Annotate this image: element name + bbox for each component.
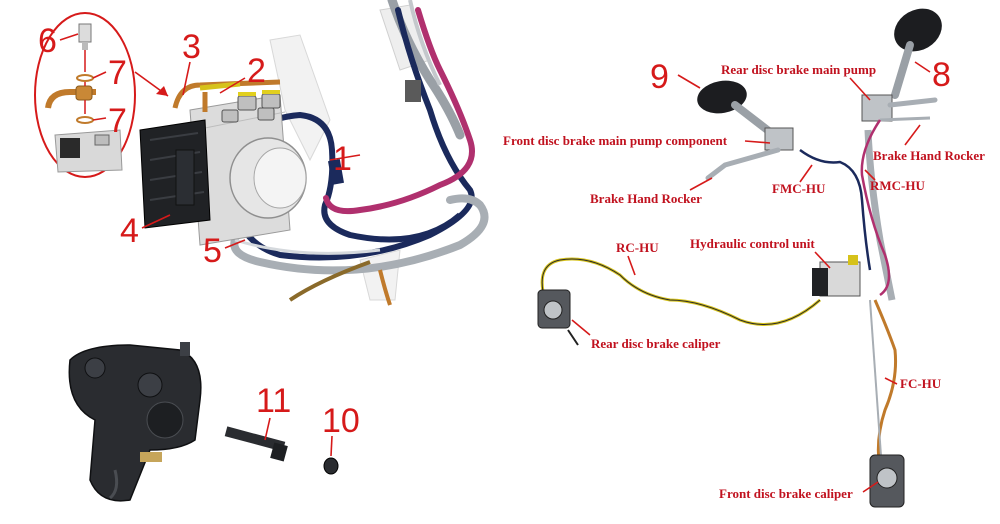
leader-5 — [224, 239, 246, 249]
leader-6 — [59, 33, 79, 41]
callout-2: 2 — [247, 52, 266, 90]
leader-front-main-pump — [744, 140, 771, 144]
left-callouts: 1 2 3 4 5 6 7 7 10 11 — [38, 22, 361, 457]
callout-8: 8 — [932, 56, 951, 94]
label-fmc-hu: FMC-HU — [772, 181, 826, 196]
abs-assembly-illustration — [139, 0, 489, 306]
label-front-main-pump: Front disc brake main pump component — [503, 133, 728, 148]
label-front-caliper: Front disc brake caliper — [719, 486, 853, 501]
leader-rmc-hu — [864, 169, 876, 181]
caliper-parts-illustration — [68, 342, 339, 502]
leader-hydraulic-control-unit — [814, 251, 831, 269]
system-layout-illustration — [537, 8, 942, 508]
label-rc-hu: RC-HU — [616, 240, 659, 255]
leader-front-caliper — [862, 481, 879, 493]
leader-brake-hand-rocker-left — [689, 177, 713, 191]
label-fc-hu: FC-HU — [900, 376, 942, 391]
leader-brake-hand-rocker-right — [904, 124, 921, 146]
leader-4 — [141, 214, 171, 229]
right-callouts: 9 8 — [650, 56, 951, 96]
leader-7-upper — [92, 71, 107, 79]
label-brake-hand-rocker-right: Brake Hand Rocker — [873, 148, 985, 163]
callout-5: 5 — [203, 232, 222, 270]
callout-7-lower: 7 — [108, 102, 127, 140]
leader-8 — [914, 61, 931, 73]
callout-11: 11 — [256, 382, 291, 420]
leader-rear-caliper — [571, 319, 591, 336]
leader-rear-main-pump — [849, 77, 871, 101]
leader-11 — [264, 417, 271, 441]
label-hydraulic-control-unit: Hydraulic control unit — [690, 236, 815, 251]
inset-arrow-head — [156, 86, 168, 96]
callout-7-upper: 7 — [108, 54, 127, 92]
fitting-detail-inset — [34, 12, 136, 178]
callout-9: 9 — [650, 58, 669, 96]
leader-1 — [329, 154, 361, 161]
leader-7-lower — [92, 117, 107, 121]
label-rear-caliper: Rear disc brake caliper — [591, 336, 721, 351]
leader-9 — [677, 74, 701, 89]
leader-fmc-hu — [799, 164, 813, 183]
leader-2 — [219, 77, 246, 94]
leader-3 — [182, 61, 191, 96]
callout-1: 1 — [333, 140, 352, 178]
callout-4: 4 — [120, 212, 139, 250]
label-brake-hand-rocker-left: Brake Hand Rocker — [590, 191, 702, 206]
leader-rc-hu — [627, 255, 636, 276]
label-rear-main-pump: Rear disc brake main pump — [721, 62, 876, 77]
callout-6: 6 — [38, 22, 57, 60]
right-labels: Rear disc brake main pump Front disc bra… — [503, 62, 985, 501]
leader-fc-hu — [884, 377, 898, 385]
label-rmc-hu: RMC-HU — [870, 178, 925, 193]
callout-10: 10 — [322, 402, 360, 440]
callout-3: 3 — [182, 28, 201, 66]
leader-10 — [330, 435, 333, 457]
